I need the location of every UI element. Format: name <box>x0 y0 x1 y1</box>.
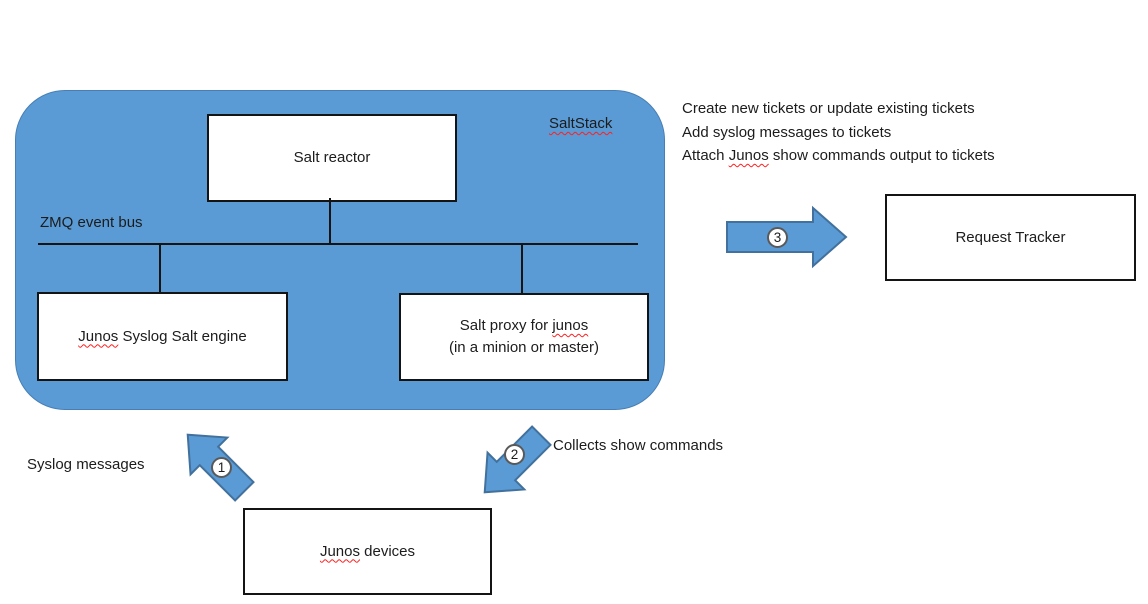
junos-syslog-engine-node: Junos Syslog Salt engine <box>37 292 288 381</box>
request-tracker-label: Request Tracker <box>955 228 1066 246</box>
ticket-actions-line1: Create new tickets or update existing ti… <box>682 100 975 117</box>
salt-reactor-label: Salt reactor <box>293 149 371 166</box>
saltstack-label: SaltStack <box>549 114 612 134</box>
syslog-messages-label: Syslog messages <box>27 456 145 473</box>
request-tracker-node: Request Tracker <box>885 194 1136 281</box>
salt-reactor-node: Salt reactor <box>207 114 457 202</box>
salt-proxy-line1: Salt proxy for junos <box>459 317 589 334</box>
junos-word: Junos <box>78 327 119 345</box>
junos-syslog-engine-label: Junos Syslog Salt engine <box>78 327 247 345</box>
step1-badge: 1 <box>211 457 232 478</box>
ticket-actions-line3: Attach Junos show commands output to tic… <box>682 147 995 164</box>
saltstack-label-text: SaltStack <box>549 115 613 132</box>
step2-badge: 2 <box>504 444 525 465</box>
zmq-bus-line <box>38 243 638 245</box>
connector-bus-to-engine <box>159 244 161 292</box>
ticket-actions-text: Create new tickets or update existing ti… <box>682 97 995 168</box>
junos-word: junos <box>552 317 589 334</box>
ticket-actions-line2: Add syslog messages to tickets <box>682 123 892 141</box>
salt-proxy-node: Salt proxy for junos (in a minion or mas… <box>399 293 649 381</box>
junos-word: Junos <box>728 147 769 164</box>
junos-devices-label: Junos devices <box>319 542 416 560</box>
collects-show-commands-label: Collects show commands <box>553 437 724 454</box>
zmq-event-bus-label: ZMQ event bus <box>40 214 143 231</box>
salt-proxy-line2: (in a minion or master) <box>448 339 600 356</box>
connector-reactor-to-bus <box>329 198 331 244</box>
step3-badge: 3 <box>767 227 788 248</box>
junos-word: Junos <box>319 542 360 560</box>
connector-bus-to-proxy <box>521 244 523 293</box>
junos-devices-node: Junos devices <box>243 508 492 595</box>
